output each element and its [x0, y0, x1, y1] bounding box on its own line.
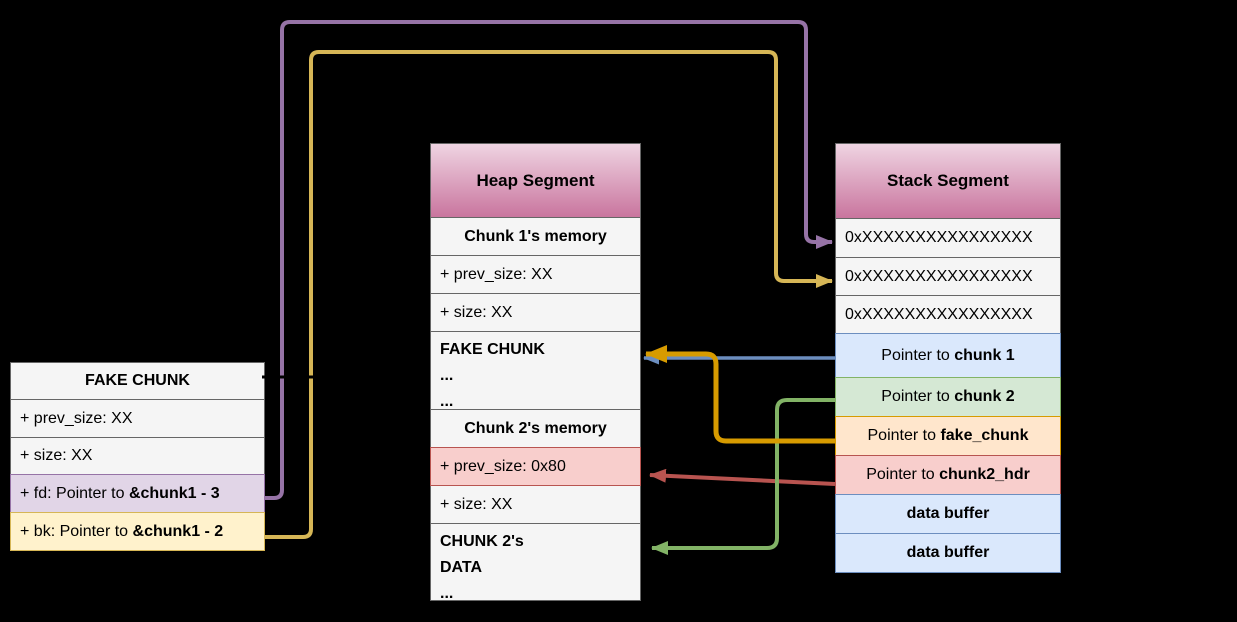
- heap-chunk1-memory-row: Chunk 1's memory: [430, 217, 641, 256]
- heap-segment-header: Heap Segment: [430, 143, 641, 218]
- stack-data-buffer-label-1: data buffer: [906, 505, 990, 522]
- stack-pointer-chunk1-label: Pointer to chunk 1: [881, 346, 1015, 364]
- stack-pointer-chunk2-label: Pointer to chunk 2: [881, 388, 1015, 405]
- heap-chunk2-data-line2: DATA: [440, 559, 483, 576]
- fake-chunk-size-row: + size: XX: [10, 437, 265, 475]
- heap-chunk2-data-row: CHUNK 2's DATA ...: [430, 523, 641, 602]
- heap-chunk2-prev-size-row: + prev_size: 0x80: [430, 447, 641, 486]
- heap-chunk2-size-label: + size: XX: [440, 495, 513, 513]
- stack-data-buffer-label-2: data buffer: [906, 544, 990, 561]
- heap-segment-table: Heap Segment Chunk 1's memory + prev_siz…: [430, 143, 641, 602]
- heap-chunk2-memory-row: Chunk 2's memory: [430, 409, 641, 448]
- stack-segment-title: Stack Segment: [887, 171, 1009, 190]
- fake-chunk-size-label: + size: XX: [20, 447, 93, 464]
- heap-chunk1-size-row: + size: XX: [430, 293, 641, 332]
- stack-pointer-chunk2-hdr-row: Pointer to chunk2_hdr: [835, 455, 1061, 495]
- heap-fake-chunk-row: FAKE CHUNK ... ...: [430, 331, 641, 410]
- heap-chunk1-prev-size-row: + prev_size: XX: [430, 255, 641, 294]
- stack-hex-value-1: 0xXXXXXXXXXXXXXXXX: [845, 229, 1033, 246]
- arrow-pointer-chunk2-to-chunk2-data: [651, 398, 835, 555]
- stack-data-buffer-row-2: data buffer: [835, 533, 1061, 573]
- fake-chunk-title-label: FAKE CHUNK: [85, 372, 190, 389]
- arrow-pointer-chunk2-hdr-to-prev-size: [649, 468, 836, 486]
- heap-chunk1-size-label: + size: XX: [440, 303, 513, 321]
- heap-chunk2-prev-size-label: + prev_size: 0x80: [440, 457, 566, 475]
- heap-chunk2-size-row: + size: XX: [430, 485, 641, 524]
- fake-chunk-prev-size-label: + prev_size: XX: [20, 409, 133, 427]
- stack-hex-row-3: 0xXXXXXXXXXXXXXXXX: [835, 295, 1061, 334]
- stack-segment-header: Stack Segment: [835, 143, 1061, 219]
- fake-chunk-fd-label: + fd: Pointer to &chunk1 - 3: [20, 484, 220, 502]
- heap-chunk1-memory-label: Chunk 1's memory: [464, 227, 607, 245]
- stack-data-buffer-row-1: data buffer: [835, 494, 1061, 534]
- stack-hex-value-2: 0xXXXXXXXXXXXXXXXX: [845, 267, 1033, 285]
- fake-chunk-bk-row: + bk: Pointer to &chunk1 - 2: [10, 512, 265, 551]
- heap-fake-chunk-line2: ...: [440, 367, 454, 384]
- heap-segment-title: Heap Segment: [476, 170, 595, 190]
- stack-pointer-fake-chunk-row: Pointer to fake_chunk: [835, 416, 1061, 456]
- fake-chunk-table: FAKE CHUNK + prev_size: XX + size: XX + …: [10, 362, 265, 551]
- fake-chunk-prev-size-row: + prev_size: XX: [10, 399, 265, 438]
- heap-chunk2-data-line1: CHUNK 2's: [440, 533, 524, 550]
- stack-pointer-chunk1-row: Pointer to chunk 1: [835, 333, 1061, 378]
- heap-chunk1-prev-size-label: + prev_size: XX: [440, 265, 553, 283]
- stack-segment-table: Stack Segment 0xXXXXXXXXXXXXXXXX 0xXXXXX…: [835, 143, 1061, 573]
- stack-hex-value-3: 0xXXXXXXXXXXXXXXXX: [845, 305, 1033, 323]
- heap-chunk2-data-line3: ...: [440, 585, 454, 602]
- stack-pointer-chunk2-row: Pointer to chunk 2: [835, 377, 1061, 417]
- stack-pointer-chunk2-hdr-label: Pointer to chunk2_hdr: [866, 466, 1030, 483]
- arrow-pointer-fake-chunk-to-fake-chunk: [645, 345, 835, 444]
- fake-chunk-fd-row: + fd: Pointer to &chunk1 - 3: [10, 474, 265, 513]
- stack-pointer-fake-chunk-label: Pointer to fake_chunk: [867, 427, 1029, 444]
- stack-hex-row-2: 0xXXXXXXXXXXXXXXXX: [835, 257, 1061, 296]
- fake-chunk-table-title: FAKE CHUNK: [10, 362, 265, 400]
- heap-fake-chunk-line1: FAKE CHUNK: [440, 341, 545, 358]
- heap-chunk2-memory-label: Chunk 2's memory: [464, 419, 607, 437]
- stack-hex-row-1: 0xXXXXXXXXXXXXXXXX: [835, 218, 1061, 258]
- fake-chunk-bk-label: + bk: Pointer to &chunk1 - 2: [20, 522, 224, 540]
